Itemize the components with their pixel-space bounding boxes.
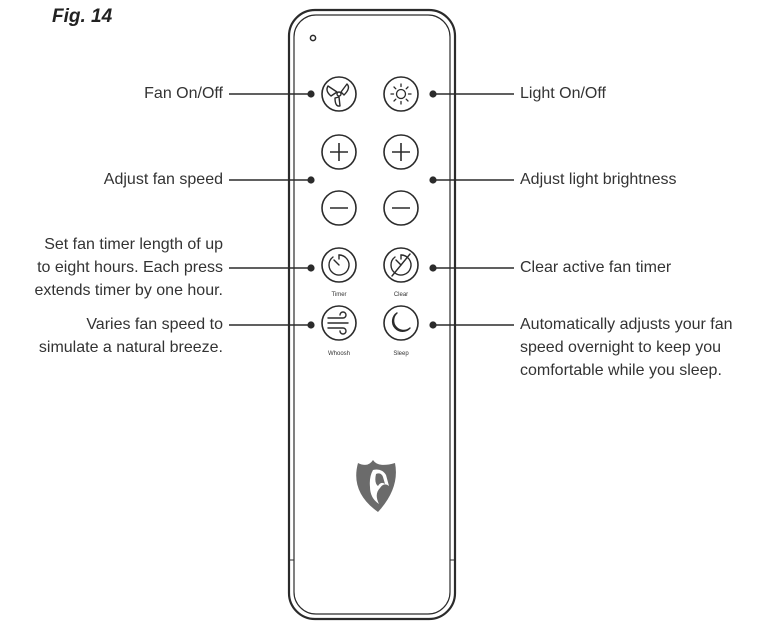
light-power-button[interactable] <box>383 76 419 112</box>
callout-whoosh: Varies fan speed to simulate a natural b… <box>38 316 223 356</box>
callout-light-on-off: Light On/Off <box>520 85 606 102</box>
whoosh-button[interactable]: Whoosh <box>321 305 357 357</box>
callout-clear-timer: Clear active fan timer <box>520 259 672 276</box>
light-brightness-down-button[interactable] <box>383 190 419 226</box>
timer-icon <box>328 254 350 276</box>
plus-icon <box>330 143 348 161</box>
clear-timer-icon <box>390 253 412 277</box>
whoosh-button-caption: Whoosh <box>328 351 350 357</box>
clear-button-caption: Clear <box>394 292 408 298</box>
remote-body <box>287 8 457 621</box>
callout-fan-on-off: Fan On/Off <box>144 85 223 102</box>
fan-speed-down-button[interactable] <box>321 190 357 226</box>
callout-adjust-light-brightness: Adjust light brightness <box>520 171 677 188</box>
callout-sleep: Automatically adjusts your fan speed ove… <box>520 316 733 379</box>
clear-timer-button[interactable]: Clear <box>383 247 419 298</box>
moon-icon <box>391 312 411 332</box>
sleep-button-caption: Sleep <box>393 351 409 357</box>
callout-fan-timer: Set fan timer length of up to eight hour… <box>34 236 223 299</box>
indicator-led <box>309 34 317 42</box>
wind-icon <box>327 311 349 335</box>
fan-speed-up-button[interactable] <box>321 134 357 170</box>
timer-button-caption: Timer <box>331 292 346 298</box>
figure-title: Fig. 14 <box>52 6 113 27</box>
callout-leaders <box>229 90 514 329</box>
sun-icon <box>390 83 412 105</box>
light-brightness-up-button[interactable] <box>383 134 419 170</box>
callout-adjust-fan-speed: Adjust fan speed <box>103 171 223 188</box>
fan-icon <box>326 83 350 107</box>
fan-power-button[interactable] <box>321 76 357 112</box>
sleep-button[interactable]: Sleep <box>383 305 419 357</box>
brand-logo <box>356 460 396 512</box>
timer-button[interactable]: Timer <box>321 247 357 298</box>
plus-icon <box>392 143 410 161</box>
